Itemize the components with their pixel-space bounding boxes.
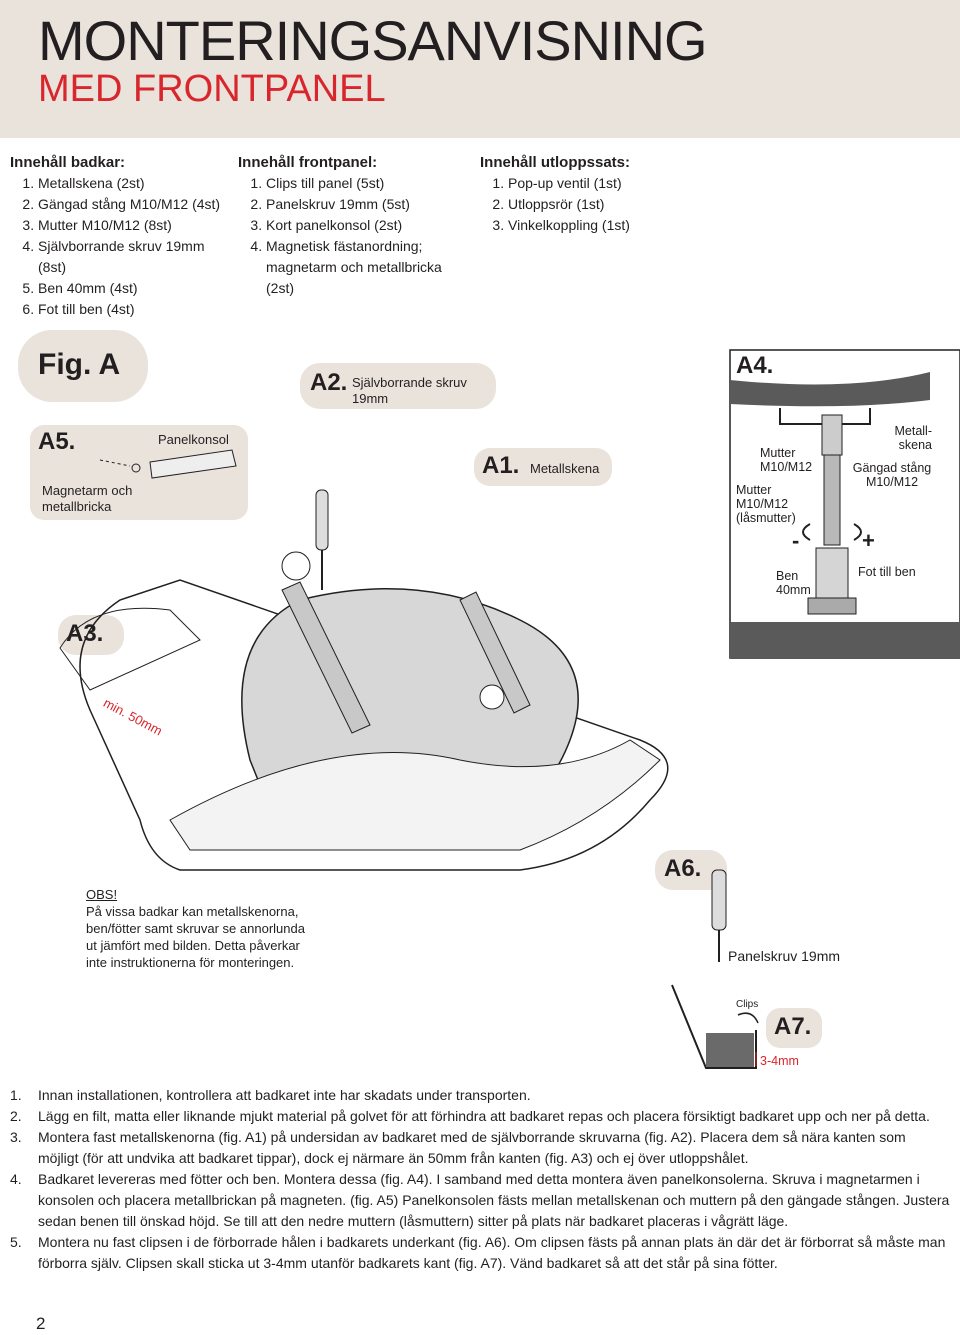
list-item: Vinkelkoppling (1st) — [508, 215, 720, 236]
instruction-step: 1. Innan installationen, kontrollera att… — [10, 1087, 531, 1103]
a3-badge — [58, 615, 124, 655]
a6-badge — [655, 850, 727, 890]
a7-badge — [766, 1008, 822, 1048]
contents-utloppssats: Innehåll utloppssats: Pop-up ventil (1st… — [480, 152, 720, 236]
a2-badge — [300, 363, 496, 409]
a4-mutter-2: Mutter M10/M12 (låsmutter) — [736, 483, 796, 525]
instructions-list: 1. Innan installationen, kontrollera att… — [10, 1085, 950, 1274]
assembly-illustration — [18, 330, 960, 1069]
a4-minus: - — [792, 528, 800, 553]
a5-label: A5. — [38, 428, 76, 455]
list-item: Kort panelkonsol (2st) — [266, 215, 473, 236]
a5-panelkonsol: Panelkonsol — [158, 432, 229, 447]
list-item: Magnetisk fästanordning; magnetarm och m… — [266, 236, 473, 299]
a5-magnet: Magnetarm och metallbricka — [42, 483, 133, 514]
contents-heading: Innehåll frontpanel: — [238, 154, 378, 171]
list-item: Clips till panel (5st) — [266, 173, 473, 194]
instruction-step: 2. Lägg en filt, matta eller liknande mj… — [10, 1108, 930, 1124]
list-item: Fot till ben (4st) — [38, 299, 230, 320]
a1-label: A1. — [482, 452, 520, 479]
fig-a-badge — [18, 330, 148, 402]
instruction-step: 5. Montera nu fast clipsen i de förborra… — [10, 1234, 946, 1271]
a2-text: Självborrande skruv 19mm — [352, 375, 467, 406]
a5-badge — [30, 425, 248, 520]
a1-text: Metallskena — [530, 461, 600, 476]
a4-label: A4. — [736, 352, 774, 379]
contents-frontpanel: Innehåll frontpanel: Clips till panel (5… — [238, 152, 473, 299]
obs-note: OBS! På vissa badkar kan metallskenorna,… — [86, 886, 311, 971]
list-item: Pop-up ventil (1st) — [508, 173, 720, 194]
a6-label: A6. — [664, 855, 702, 882]
a3-label: A3. — [66, 620, 104, 647]
a1-badge — [474, 448, 612, 486]
a7-clips: Clips — [736, 999, 759, 1010]
a4-metallskena: Metall-skena — [894, 424, 932, 452]
a4-mutter-1: Mutter M10/M12 — [760, 446, 813, 474]
a5-detail — [99, 449, 237, 479]
instruction-step: 4. Badkaret levereras med fötter och ben… — [10, 1171, 950, 1229]
obs-text: På vissa badkar kan metallskenorna, ben/… — [86, 904, 305, 970]
a7-measure: 3-4mm — [760, 1054, 799, 1068]
a7-label: A7. — [774, 1013, 812, 1040]
list-item: Självborrande skruv 19mm (8st) — [38, 236, 230, 278]
contents-heading: Innehåll badkar: — [10, 154, 126, 171]
a6-text: Panelskruv 19mm — [728, 948, 841, 964]
page-number: 2 — [36, 1314, 46, 1333]
list-item: Ben 40mm (4st) — [38, 278, 230, 299]
bathtub-drawing — [59, 489, 669, 871]
a4-fot: Fot till ben — [858, 565, 916, 579]
contents-heading: Innehåll utloppssats: — [480, 154, 631, 171]
page-subtitle: MED FRONTPANEL — [38, 68, 386, 110]
obs-title: OBS! — [86, 887, 118, 902]
a2-label: A2. — [310, 369, 348, 396]
a6-screwdriver — [711, 869, 727, 962]
a4-ben: Ben 40mm — [776, 569, 811, 597]
a4-detail — [729, 349, 960, 659]
list-item: Metallskena (2st) — [38, 173, 230, 194]
list-item: Mutter M10/M12 (8st) — [38, 215, 230, 236]
list-item: Utloppsrör (1st) — [508, 194, 720, 215]
contents-badkar: Innehåll badkar: Metallskena (2st) Gänga… — [10, 152, 230, 320]
a4-gangad-stang: Gängad stång M10/M12 — [852, 461, 932, 489]
instruction-step: 3. Montera fast metallskenorna (fig. A1)… — [10, 1129, 906, 1166]
a4-plus: + — [862, 528, 875, 553]
list-item: Panelskruv 19mm (5st) — [266, 194, 473, 215]
page-title: MONTERINGSANVISNING — [38, 9, 708, 72]
a7-clip-detail — [671, 984, 759, 1069]
fig-a-label: Fig. A — [38, 348, 121, 381]
list-item: Gängad stång M10/M12 (4st) — [38, 194, 230, 215]
header-band: MONTERINGSANVISNING MED FRONTPANEL — [0, 0, 960, 138]
